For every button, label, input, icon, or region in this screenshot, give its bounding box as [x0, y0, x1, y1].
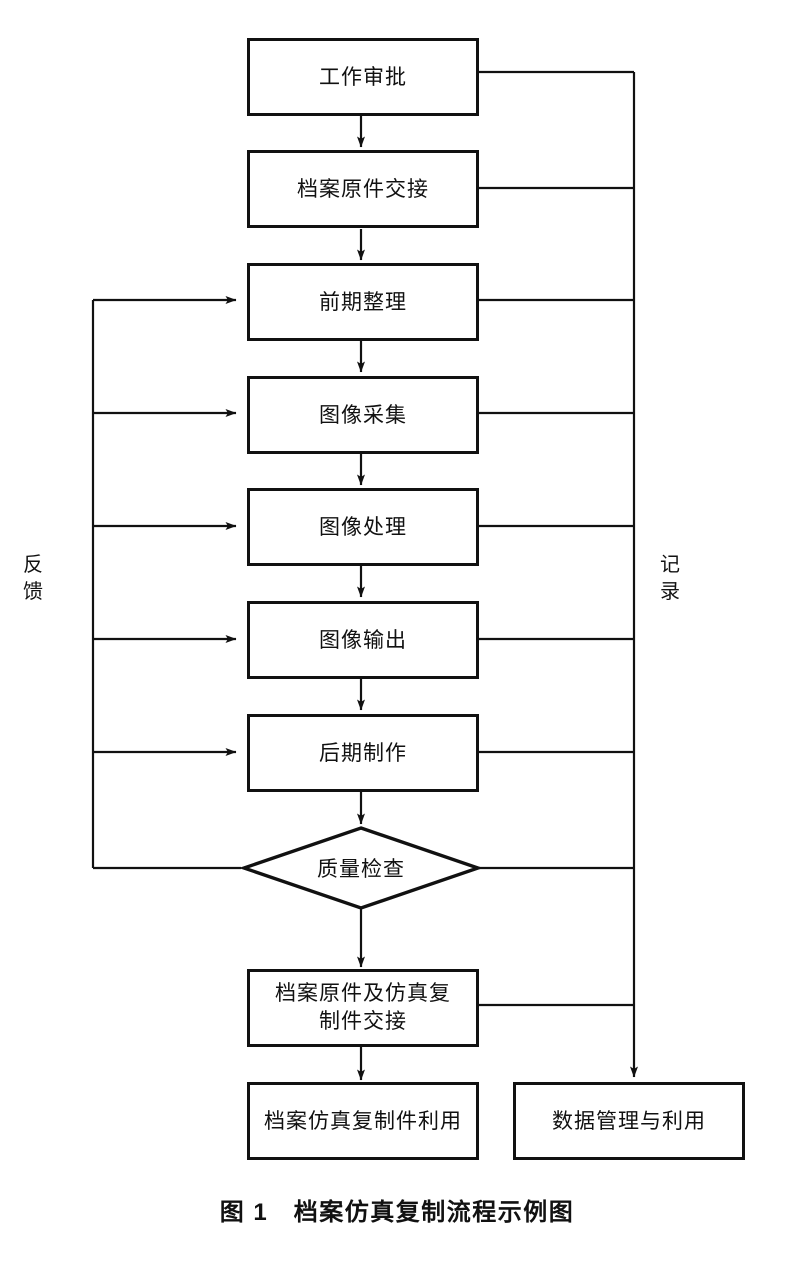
node-label-line2: 制件交接 [319, 1009, 407, 1033]
node-label: 图像处理 [319, 514, 407, 539]
node-label: 质量检查 [317, 857, 405, 881]
feedback-label-char1: 反 [23, 554, 43, 576]
node-label: 档案原件及仿真复 制件交接 [263, 980, 463, 1035]
node-label: 档案原件交接 [297, 176, 429, 201]
node-label: 图像采集 [319, 402, 407, 427]
node-label: 数据管理与利用 [552, 1108, 706, 1133]
node-label: 前期整理 [319, 289, 407, 314]
node-label-line1: 档案原件及仿真复 [275, 981, 451, 1006]
node-label: 后期制作 [319, 740, 407, 765]
node-label: 图像输出 [319, 627, 407, 652]
feedback-label-char2: 馈 [23, 581, 43, 603]
node-original-and-copy-handover[interactable]: 档案原件及仿真复 制件交接 [247, 969, 479, 1047]
node-image-output[interactable]: 图像输出 [247, 601, 479, 679]
node-pre-arrangement[interactable]: 前期整理 [247, 263, 479, 341]
node-image-capture[interactable]: 图像采集 [247, 376, 479, 454]
record-label: 记 录 [655, 552, 685, 606]
figure-caption: 图 1 档案仿真复制流程示例图 [219, 1199, 575, 1226]
node-label: 档案仿真复制件利用 [264, 1108, 462, 1133]
node-original-handover[interactable]: 档案原件交接 [247, 150, 479, 228]
node-image-processing[interactable]: 图像处理 [247, 488, 479, 566]
feedback-label: 反 馈 [18, 552, 48, 606]
node-copy-utilization[interactable]: 档案仿真复制件利用 [247, 1082, 479, 1160]
record-label-char1: 记 [660, 554, 680, 576]
record-label-char2: 录 [660, 581, 680, 603]
node-quality-check[interactable]: 质量检查 [241, 826, 481, 910]
node-post-production[interactable]: 后期制作 [247, 714, 479, 792]
node-label: 工作审批 [319, 64, 407, 89]
node-data-management[interactable]: 数据管理与利用 [513, 1082, 745, 1160]
node-work-approval[interactable]: 工作审批 [247, 38, 479, 116]
